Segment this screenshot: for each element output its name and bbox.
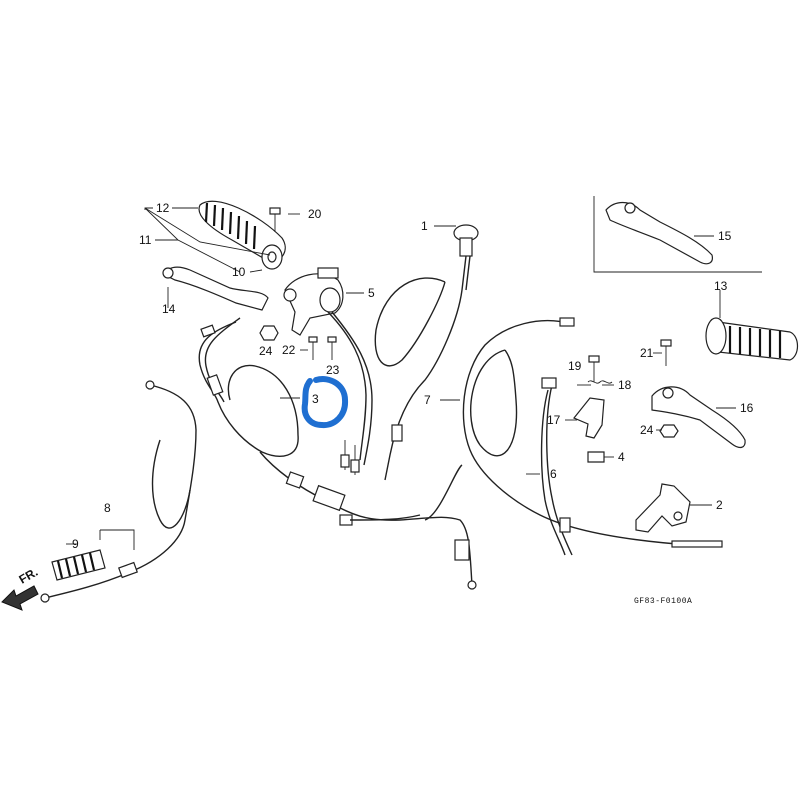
inset-lever-box [593,196,762,273]
lower-cable-harness [259,451,477,590]
callout-19: 19 [568,359,582,373]
callout-24-left: 24 [259,344,273,358]
callout-16: 16 [740,401,754,415]
bolt-20 [269,207,281,232]
callout-13: 13 [714,279,728,293]
clip-4 [587,451,605,463]
choke-cable [374,224,479,481]
callout-3: 3 [312,392,319,406]
callout-1: 1 [421,219,428,233]
bracket-17 [573,397,605,439]
callout-8: 8 [104,501,111,515]
callout-6: 6 [550,467,557,481]
front-direction-arrow: FR. [1,565,41,611]
spring-18 [587,380,613,384]
callout-11: 11 [139,233,152,247]
callout-24-right: 24 [640,423,654,437]
callout-18: 18 [618,378,632,392]
direction-label: FR. [17,565,41,587]
callout-21: 21 [640,346,654,360]
speedometer-cable [40,380,197,603]
diagram-code: GF83-F0100A [634,597,692,606]
bolt-19 [588,355,600,382]
callout-7: 7 [424,393,431,407]
throttle-cable [462,317,723,556]
clutch-lever [162,266,269,311]
brake-lever [651,386,746,449]
screw-23 [327,336,337,360]
left-grip-assembly [198,200,286,270]
callout-23: 23 [326,363,340,377]
bracket-2 [635,483,691,533]
callout-15: 15 [718,229,732,243]
bolt-21 [660,339,672,366]
nut-24-right [659,424,679,438]
left-grip [198,200,286,270]
clutch-cable [198,317,299,457]
callout-20: 20 [308,207,322,221]
callout-10: 10 [232,265,246,279]
right-grip [705,317,799,361]
callout-labels: 1 2 3 4 5 6 7 8 9 10 11 12 13 14 15 16 1… [72,201,754,551]
nut-24-left [259,325,279,341]
screw-22 [308,336,318,360]
callout-5: 5 [368,286,375,300]
spring-9 [51,549,106,581]
callout-4: 4 [618,450,625,464]
highlight-circle [301,376,349,429]
switch-housing [283,267,373,475]
callout-12: 12 [156,201,170,215]
leader-lines [66,207,736,550]
callout-14: 14 [162,302,176,316]
callout-9: 9 [72,537,79,551]
callout-22: 22 [282,343,296,357]
callout-17: 17 [547,413,561,427]
callout-2: 2 [716,498,723,512]
